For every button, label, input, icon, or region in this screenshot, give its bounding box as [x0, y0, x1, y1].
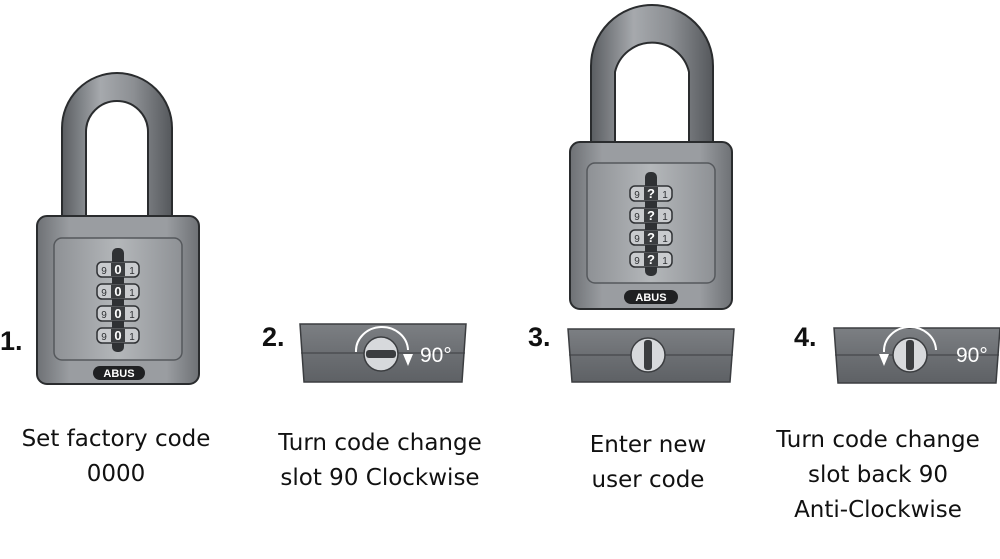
dial-wheel[interactable]: 9? 1	[629, 207, 673, 224]
wheel-digit: ?	[647, 208, 655, 223]
wheel-digit: 9	[101, 332, 107, 343]
wheel-digit: 0	[114, 306, 121, 321]
code-change-plate-4: 90°	[833, 326, 1000, 384]
wheel-window	[111, 307, 125, 320]
wheel-digit: 9	[634, 212, 640, 223]
rotation-arc	[354, 326, 409, 353]
wheel-digit: 1	[129, 310, 135, 321]
caption-line: 0000	[86, 461, 146, 487]
step-2-number: 2.	[262, 322, 285, 352]
rotation-arc	[882, 326, 937, 353]
step-1-number: 1.	[0, 326, 23, 356]
brand-logo: ABUS	[103, 368, 134, 380]
slot-groove-vertical	[644, 340, 652, 370]
wheel-digit: 9	[101, 288, 107, 299]
wheel-digit: 9	[634, 234, 640, 245]
wheel-window	[644, 209, 658, 222]
wheel-window	[111, 329, 125, 342]
code-change-plate-2: 90°	[299, 323, 467, 383]
angle-label: 90°	[956, 344, 988, 367]
wheel-digit: 1	[662, 234, 668, 245]
wheel-digit: 1	[129, 288, 135, 299]
padlock-3: 9? 1 9? 1 9? 1 9? 1 ABUS	[569, 4, 733, 310]
step-4-caption: Turn code change slot back 90 Anti-Clock…	[762, 423, 994, 528]
step-1-caption: Set factory code 0000	[0, 422, 232, 492]
caption-line: Enter new	[589, 432, 707, 458]
brand-badge	[93, 366, 145, 380]
wheel-digit: 9	[101, 310, 107, 321]
slot-groove-horizontal	[366, 350, 396, 358]
caption-line: slot back 90	[807, 462, 948, 488]
angle-label: 90°	[420, 344, 452, 367]
wheel-window	[644, 253, 658, 266]
wheel-digit: 0	[114, 284, 121, 299]
wheel-window	[644, 231, 658, 244]
caption-line: Anti-Clockwise	[794, 497, 962, 523]
brand-logo: ABUS	[635, 292, 666, 304]
step-3-caption: Enter new user code	[548, 428, 748, 498]
step-2-caption: Turn code change slot 90 Clockwise	[262, 426, 498, 496]
dial-wheel[interactable]: 9? 1	[629, 251, 673, 268]
wheel-digit: 1	[129, 266, 135, 277]
caption-line: user code	[591, 467, 705, 493]
wheel-digit: 9	[634, 190, 640, 201]
wheel-digit: ?	[647, 230, 655, 245]
wheel-window	[111, 263, 125, 276]
wheel-digit: 9	[634, 256, 640, 267]
wheel-window	[111, 285, 125, 298]
wheel-digit: ?	[647, 186, 655, 201]
brand-badge	[624, 290, 678, 304]
wheel-digit: 1	[662, 190, 668, 201]
wheel-digit: 0	[114, 262, 121, 277]
wheel-digit: 1	[662, 256, 668, 267]
caption-line: Turn code change	[278, 430, 482, 456]
caption-line: Set factory code	[21, 426, 211, 452]
wheel-digit: 1	[129, 332, 135, 343]
wheel-digit: 9	[101, 266, 107, 277]
caption-line: Turn code change	[776, 427, 980, 453]
code-change-plate-3	[567, 328, 735, 383]
wheel-digit: ?	[647, 252, 655, 267]
shackle	[590, 4, 714, 147]
shackle	[61, 72, 173, 223]
dial-wheel[interactable]: 9? 1	[629, 229, 673, 246]
wheel-window	[644, 187, 658, 200]
caption-line: slot 90 Clockwise	[280, 465, 480, 491]
wheel-digit: 0	[114, 328, 121, 343]
arrow-anticlockwise-icon	[879, 354, 889, 366]
dial-wheels: 9? 1 9? 1 9? 1 9? 1	[629, 185, 673, 268]
wheel-digit: 1	[662, 212, 668, 223]
arrow-clockwise-icon	[403, 354, 413, 366]
dial-wheel[interactable]: 9? 1	[629, 185, 673, 202]
step-3-number: 3.	[528, 322, 551, 352]
step-4-number: 4.	[794, 322, 817, 352]
slot-groove-vertical	[906, 340, 914, 370]
